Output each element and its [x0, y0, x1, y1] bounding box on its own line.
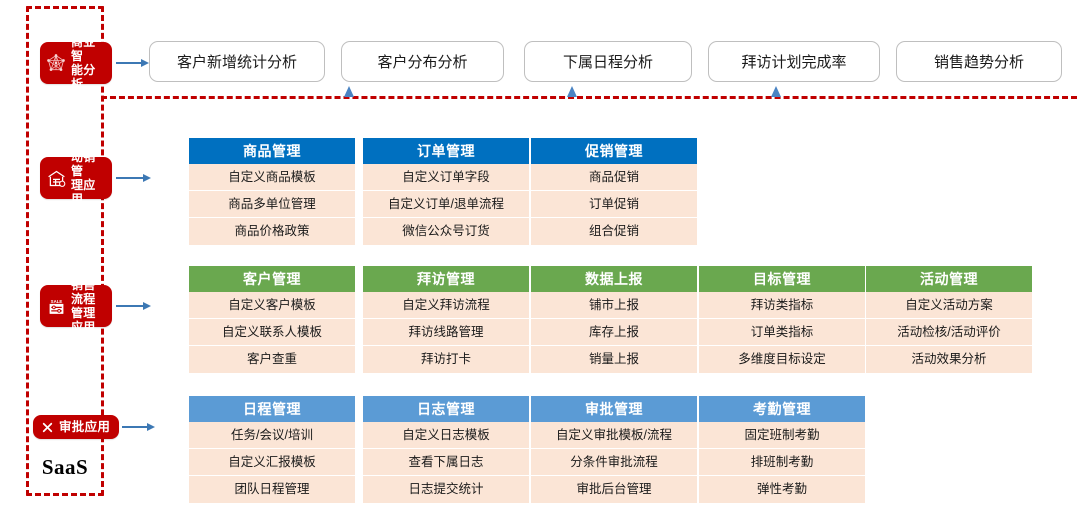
network-graph-icon: [45, 52, 67, 74]
sale-document-icon: SALE: [45, 295, 67, 317]
card-item[interactable]: 组合促销: [531, 218, 697, 245]
card-log-management: 日志管理 自定义日志模板 查看下属日志 日志提交统计: [363, 396, 529, 503]
card-title: 日志管理: [363, 396, 529, 422]
card-title: 商品管理: [189, 138, 355, 164]
card-item[interactable]: 商品促销: [531, 164, 697, 191]
card-item[interactable]: 审批后台管理: [531, 476, 697, 503]
card-item[interactable]: 排班制考勤: [699, 449, 865, 476]
up-arrow-icon: [567, 86, 577, 97]
card-item[interactable]: 拜访类指标: [699, 292, 865, 319]
badge-dynamic-sales[interactable]: 动销管 理应用: [40, 150, 112, 206]
card-item[interactable]: 多维度目标设定: [699, 346, 865, 373]
bi-button-label: 客户分布分析: [377, 54, 468, 71]
bi-button-label: 下属日程分析: [562, 54, 653, 71]
card-item[interactable]: 销量上报: [531, 346, 697, 373]
card-item[interactable]: 任务/会议/培训: [189, 422, 355, 449]
svg-text:SALE: SALE: [50, 299, 62, 304]
card-schedule-management: 日程管理 任务/会议/培训 自定义汇报模板 团队日程管理: [189, 396, 355, 503]
card-item[interactable]: 自定义订单/退单流程: [363, 191, 529, 218]
bi-button-3[interactable]: 拜访计划完成率: [708, 41, 880, 82]
card-target-management: 目标管理 拜访类指标 订单类指标 多维度目标设定: [699, 266, 865, 373]
badge-label: 动销管 理应用: [71, 150, 96, 206]
connector-arrow-sales-process: [116, 302, 151, 310]
card-product-management: 商品管理 自定义商品模板 商品多单位管理 商品价格政策: [189, 138, 355, 245]
card-item[interactable]: 自定义活动方案: [866, 292, 1032, 319]
card-item[interactable]: 铺市上报: [531, 292, 697, 319]
card-item[interactable]: 弹性考勤: [699, 476, 865, 503]
card-title: 日程管理: [189, 396, 355, 422]
card-visit-management: 拜访管理 自定义拜访流程 拜访线路管理 拜访打卡: [363, 266, 529, 373]
card-attendance-management: 考勤管理 固定班制考勤 排班制考勤 弹性考勤: [699, 396, 865, 503]
card-data-reporting: 数据上报 铺市上报 库存上报 销量上报: [531, 266, 697, 373]
card-title: 目标管理: [699, 266, 865, 292]
badge-sales-process[interactable]: SALE 销售流程 管理应用: [40, 278, 112, 334]
card-title: 考勤管理: [699, 396, 865, 422]
badge-label: 审批应用: [59, 420, 111, 434]
card-title: 审批管理: [531, 396, 697, 422]
connector-arrow-bi: [116, 59, 149, 67]
bi-button-1[interactable]: 客户分布分析: [341, 41, 504, 82]
saas-boundary: [26, 6, 104, 496]
bi-button-label: 拜访计划完成率: [741, 54, 847, 71]
card-promotion-management: 促销管理 商品促销 订单促销 组合促销: [531, 138, 697, 245]
card-item[interactable]: 自定义客户模板: [189, 292, 355, 319]
bi-button-4[interactable]: 销售趋势分析: [896, 41, 1062, 82]
card-activity-management: 活动管理 自定义活动方案 活动检核/活动评价 活动效果分析: [866, 266, 1032, 373]
badge-business-intelligence[interactable]: 商业智 能分析: [40, 35, 112, 91]
card-item[interactable]: 活动检核/活动评价: [866, 319, 1032, 346]
bi-button-0[interactable]: 客户新增统计分析: [149, 41, 325, 82]
card-item[interactable]: 自定义订单字段: [363, 164, 529, 191]
bi-divider-line: [101, 96, 1077, 99]
card-title: 客户管理: [189, 266, 355, 292]
card-item[interactable]: 团队日程管理: [189, 476, 355, 503]
card-item[interactable]: 商品多单位管理: [189, 191, 355, 218]
card-item[interactable]: 拜访打卡: [363, 346, 529, 373]
card-item[interactable]: 订单类指标: [699, 319, 865, 346]
bi-button-2[interactable]: 下属日程分析: [524, 41, 692, 82]
badge-label: 销售流程 管理应用: [71, 278, 96, 334]
card-item[interactable]: 自定义汇报模板: [189, 449, 355, 476]
card-item[interactable]: 自定义日志模板: [363, 422, 529, 449]
connector-arrow-dynamic-sales: [116, 174, 151, 182]
up-arrow-icon: [344, 86, 354, 97]
card-title: 活动管理: [866, 266, 1032, 292]
store-house-icon: [45, 167, 67, 189]
card-customer-management: 客户管理 自定义客户模板 自定义联系人模板 客户查重: [189, 266, 355, 373]
card-title: 订单管理: [363, 138, 529, 164]
connector-arrow-approval: [122, 423, 155, 431]
cross-mark-icon: [39, 419, 55, 435]
card-title: 数据上报: [531, 266, 697, 292]
bi-button-label: 销售趋势分析: [933, 54, 1024, 71]
badge-label: 商业智 能分析: [71, 35, 96, 91]
saas-label: SaaS: [41, 455, 89, 479]
up-arrow-icon: [771, 86, 781, 97]
card-item[interactable]: 固定班制考勤: [699, 422, 865, 449]
badge-approval[interactable]: 审批应用: [33, 415, 119, 439]
card-item[interactable]: 自定义拜访流程: [363, 292, 529, 319]
card-item[interactable]: 自定义商品模板: [189, 164, 355, 191]
card-order-management: 订单管理 自定义订单字段 自定义订单/退单流程 微信公众号订货: [363, 138, 529, 245]
card-item[interactable]: 自定义审批模板/流程: [531, 422, 697, 449]
card-title: 促销管理: [531, 138, 697, 164]
bi-button-label: 客户新增统计分析: [176, 54, 297, 71]
card-item[interactable]: 微信公众号订货: [363, 218, 529, 245]
card-item[interactable]: 日志提交统计: [363, 476, 529, 503]
card-item[interactable]: 订单促销: [531, 191, 697, 218]
card-title: 拜访管理: [363, 266, 529, 292]
card-item[interactable]: 分条件审批流程: [531, 449, 697, 476]
card-item[interactable]: 客户查重: [189, 346, 355, 373]
card-item[interactable]: 查看下属日志: [363, 449, 529, 476]
card-item[interactable]: 库存上报: [531, 319, 697, 346]
card-item[interactable]: 商品价格政策: [189, 218, 355, 245]
card-approval-management: 审批管理 自定义审批模板/流程 分条件审批流程 审批后台管理: [531, 396, 697, 503]
card-item[interactable]: 拜访线路管理: [363, 319, 529, 346]
card-item[interactable]: 自定义联系人模板: [189, 319, 355, 346]
card-item[interactable]: 活动效果分析: [866, 346, 1032, 373]
